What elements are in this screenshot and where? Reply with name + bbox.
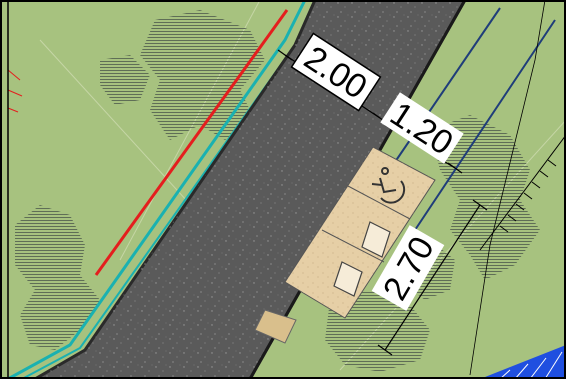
tree-canopy-top — [140, 10, 265, 140]
dimension-label-parking-length-bg — [371, 225, 445, 311]
dimension-label-road-width-bg — [290, 32, 382, 112]
red-boundary-line — [94, 9, 289, 276]
tree-canopy-bottom-right — [325, 290, 430, 372]
wheelchair-icon — [371, 167, 406, 204]
parking-symbol-1 — [361, 221, 391, 258]
water-area — [480, 345, 566, 379]
parking-symbol-2 — [333, 261, 363, 297]
small-paved-pad — [254, 309, 297, 344]
water-hatch — [499, 351, 563, 379]
red-ticks-left — [7, 69, 23, 113]
tree-canopy-left — [15, 205, 100, 350]
scale-ticks-right — [479, 134, 566, 251]
construction-line — [469, 0, 546, 376]
tree-canopies — [15, 10, 540, 372]
bay-divider-2 — [321, 229, 385, 263]
paver-texture — [285, 147, 435, 318]
parking-bays — [284, 146, 436, 319]
bay-divider-1 — [347, 185, 411, 220]
dimension-label-sidewalk-width-bg — [380, 92, 464, 164]
curb-line-outer — [7, 0, 307, 379]
tree-canopy-top-left — [100, 55, 150, 105]
